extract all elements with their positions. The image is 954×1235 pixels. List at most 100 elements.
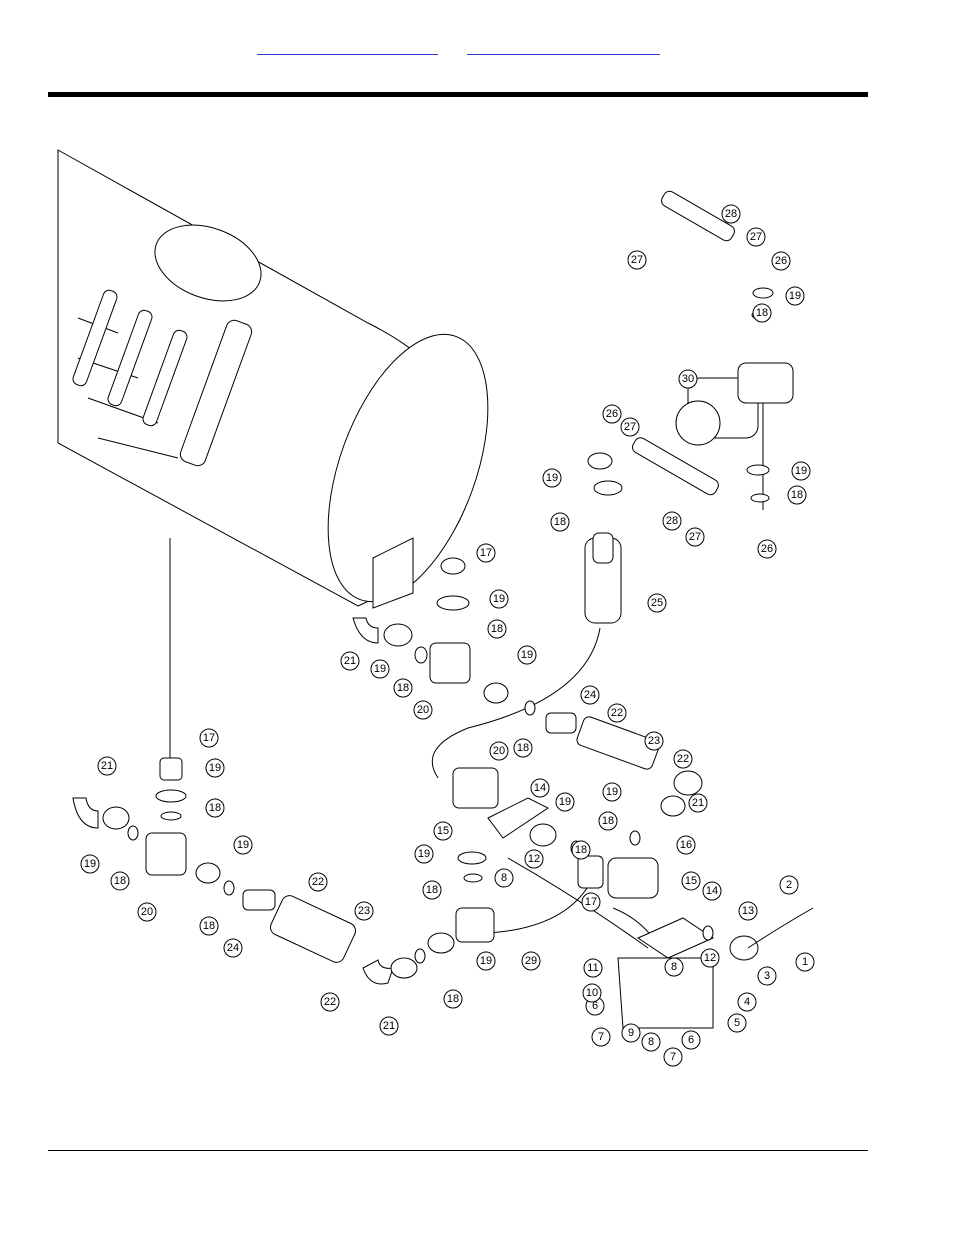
callout-21d: 21 bbox=[379, 1016, 399, 1036]
svg-text:20: 20 bbox=[141, 906, 153, 918]
callout-15b: 15 bbox=[681, 871, 701, 891]
callout-8a: 8 bbox=[494, 868, 514, 888]
callout-19c: 19 bbox=[542, 468, 562, 488]
svg-text:23: 23 bbox=[358, 905, 370, 917]
callout-21c: 21 bbox=[688, 793, 708, 813]
callout-1: 1 bbox=[795, 952, 815, 972]
callout-19l: 19 bbox=[602, 782, 622, 802]
svg-text:21: 21 bbox=[383, 1020, 395, 1032]
header-link-1[interactable] bbox=[257, 42, 438, 55]
svg-text:27: 27 bbox=[750, 231, 762, 243]
svg-text:19: 19 bbox=[795, 465, 807, 477]
header-link-2[interactable] bbox=[467, 42, 660, 55]
callout-20c: 20 bbox=[137, 902, 157, 922]
svg-text:19: 19 bbox=[237, 839, 249, 851]
callout-23a: 23 bbox=[644, 731, 664, 751]
parts-diagram: 1 2 3 4 5 6 6 7 7 8 8 8 9 10 11 12 12 13… bbox=[48, 138, 838, 1088]
callout-19g: 19 bbox=[205, 758, 225, 778]
exploded-view-drawing: 1 2 3 4 5 6 6 7 7 8 8 8 9 10 11 12 12 13… bbox=[57, 149, 815, 1067]
svg-text:21: 21 bbox=[692, 797, 704, 809]
svg-text:20: 20 bbox=[493, 745, 505, 757]
svg-text:22: 22 bbox=[312, 876, 324, 888]
callout-20b: 20 bbox=[489, 741, 509, 761]
callout-18j: 18 bbox=[571, 840, 591, 860]
callout-17b: 17 bbox=[199, 728, 219, 748]
svg-text:9: 9 bbox=[628, 1027, 634, 1039]
svg-text:25: 25 bbox=[651, 597, 663, 609]
svg-text:28: 28 bbox=[725, 208, 737, 220]
svg-text:7: 7 bbox=[598, 1031, 604, 1043]
footer-rule bbox=[48, 1150, 868, 1151]
callout-19d: 19 bbox=[489, 589, 509, 609]
svg-text:18: 18 bbox=[114, 875, 126, 887]
callout-18l: 18 bbox=[422, 880, 442, 900]
svg-text:5: 5 bbox=[734, 1017, 740, 1029]
callout-19h: 19 bbox=[80, 854, 100, 874]
svg-text:19: 19 bbox=[493, 593, 505, 605]
svg-text:13: 13 bbox=[742, 905, 754, 917]
svg-text:18: 18 bbox=[209, 802, 221, 814]
svg-text:18: 18 bbox=[491, 623, 503, 635]
svg-text:19: 19 bbox=[480, 955, 492, 967]
callout-21a: 21 bbox=[340, 651, 360, 671]
header-links bbox=[0, 42, 954, 58]
callout-10: 10 bbox=[582, 983, 602, 1003]
svg-text:26: 26 bbox=[606, 408, 618, 420]
callout-18d: 18 bbox=[487, 619, 507, 639]
svg-text:7: 7 bbox=[670, 1051, 676, 1063]
callout-23b: 23 bbox=[354, 901, 374, 921]
svg-text:30: 30 bbox=[682, 373, 694, 385]
svg-text:26: 26 bbox=[775, 255, 787, 267]
callout-8c: 8 bbox=[641, 1032, 661, 1052]
callout-18f: 18 bbox=[205, 798, 225, 818]
svg-text:18: 18 bbox=[575, 844, 587, 856]
svg-text:24: 24 bbox=[584, 689, 596, 701]
callout-20a: 20 bbox=[413, 700, 433, 720]
callout-22c: 22 bbox=[308, 872, 328, 892]
callout-2: 2 bbox=[779, 875, 799, 895]
callout-18k: 18 bbox=[598, 811, 618, 831]
center-valve-assembly bbox=[352, 557, 509, 704]
callout-18g: 18 bbox=[110, 871, 130, 891]
callout-27a: 27 bbox=[746, 227, 766, 247]
svg-text:19: 19 bbox=[418, 848, 430, 860]
svg-text:12: 12 bbox=[528, 853, 540, 865]
svg-text:3: 3 bbox=[764, 970, 770, 982]
callout-19m: 19 bbox=[476, 951, 496, 971]
callout-12a: 12 bbox=[524, 849, 544, 869]
svg-text:29: 29 bbox=[525, 955, 537, 967]
svg-text:16: 16 bbox=[680, 839, 692, 851]
header-rule bbox=[48, 92, 868, 97]
svg-text:15: 15 bbox=[437, 825, 449, 837]
callout-8b: 8 bbox=[664, 957, 684, 977]
svg-text:11: 11 bbox=[587, 962, 598, 974]
callout-14a: 14 bbox=[530, 778, 550, 798]
svg-text:14: 14 bbox=[534, 782, 546, 794]
callout-25: 25 bbox=[647, 593, 667, 613]
callout-22a: 22 bbox=[607, 703, 627, 723]
svg-text:17: 17 bbox=[585, 896, 597, 908]
callout-7a: 7 bbox=[591, 1027, 611, 1047]
svg-text:8: 8 bbox=[671, 961, 677, 973]
callout-29: 29 bbox=[521, 951, 541, 971]
callout-19a: 19 bbox=[785, 286, 805, 306]
svg-text:19: 19 bbox=[374, 663, 386, 675]
pump-assembly bbox=[584, 190, 794, 624]
callout-27b: 27 bbox=[627, 250, 647, 270]
callout-24b: 24 bbox=[223, 938, 243, 958]
callout-19k: 19 bbox=[555, 792, 575, 812]
svg-text:18: 18 bbox=[397, 682, 409, 694]
callout-4: 4 bbox=[737, 992, 757, 1012]
callout-3: 3 bbox=[757, 966, 777, 986]
callout-17a: 17 bbox=[476, 543, 496, 563]
svg-text:18: 18 bbox=[791, 489, 803, 501]
callout-27d: 27 bbox=[685, 527, 705, 547]
svg-text:28: 28 bbox=[666, 515, 678, 527]
callout-13: 13 bbox=[738, 901, 758, 921]
callout-19i: 19 bbox=[233, 835, 253, 855]
callout-19j: 19 bbox=[414, 844, 434, 864]
svg-text:8: 8 bbox=[501, 872, 507, 884]
svg-text:18: 18 bbox=[517, 742, 529, 754]
tank-drawing bbox=[57, 149, 489, 609]
callout-5: 5 bbox=[727, 1013, 747, 1033]
